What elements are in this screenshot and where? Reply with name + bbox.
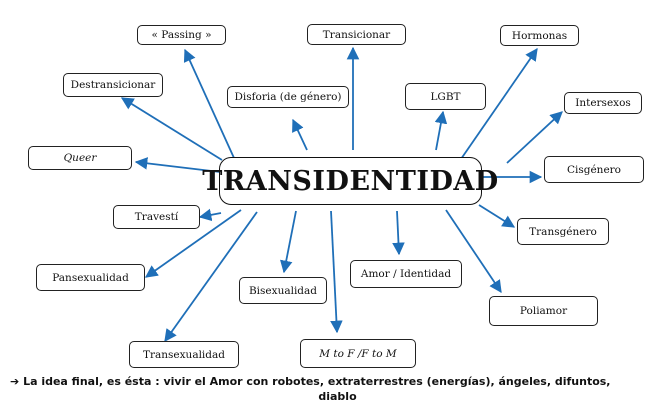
node-intersexos: Intersexos bbox=[564, 92, 642, 114]
node-travesti: Travestí bbox=[113, 205, 200, 229]
node-transgenero: Transgénero bbox=[517, 218, 609, 245]
footer-line-2: diablo bbox=[318, 390, 357, 403]
node-cisgenero: Cisgénero bbox=[544, 156, 644, 183]
node-destransicionar: Destransicionar bbox=[63, 73, 163, 97]
arrow-to-travesti bbox=[198, 208, 222, 222]
node-transicionar: Transicionar bbox=[307, 24, 406, 45]
node-transexualidad: Transexualidad bbox=[129, 341, 239, 368]
arrow-to-lgbt bbox=[434, 110, 448, 151]
central-concept: TRANSIDENTIDAD bbox=[202, 157, 498, 205]
node-bisexualidad: Bisexualidad bbox=[239, 277, 327, 304]
node-queer: Queer bbox=[28, 146, 132, 170]
arrow-to-destransicionar bbox=[120, 97, 223, 161]
arrow-to-hormonas bbox=[460, 47, 538, 160]
node-lgbt: LGBT bbox=[405, 83, 486, 110]
arrow-to-amor bbox=[392, 210, 405, 256]
arrow-layer bbox=[120, 46, 563, 343]
arrow-to-transexualidad bbox=[164, 211, 258, 343]
arrow-to-bisexualidad bbox=[280, 210, 297, 274]
footer-note: ➔ La idea final, es ésta : vivir el Amor… bbox=[10, 374, 665, 404]
node-passing: « Passing » bbox=[137, 25, 226, 45]
arrow-to-queer bbox=[134, 157, 221, 173]
node-hormonas: Hormonas bbox=[500, 25, 579, 46]
arrow-to-mtof bbox=[330, 210, 343, 334]
node-poliamor: Poliamor bbox=[489, 296, 598, 326]
node-disforia: Disforia (de género) bbox=[227, 86, 349, 108]
arrow-icon: ➔ bbox=[10, 375, 20, 388]
node-amor-identidad: Amor / Identidad bbox=[350, 260, 462, 288]
footer-line-1: La idea final, es ésta : vivir el Amor c… bbox=[23, 375, 611, 388]
node-pansexualidad: Pansexualidad bbox=[36, 264, 145, 291]
node-mtof: M to F /F to M bbox=[300, 339, 416, 368]
arrow-to-passing bbox=[183, 48, 235, 159]
arrow-to-transgenero bbox=[478, 204, 516, 228]
arrow-to-intersexos bbox=[506, 111, 563, 164]
arrow-to-disforia bbox=[292, 118, 308, 151]
arrow-to-pansexualidad bbox=[144, 209, 242, 278]
arrow-to-poliamor bbox=[445, 209, 502, 294]
